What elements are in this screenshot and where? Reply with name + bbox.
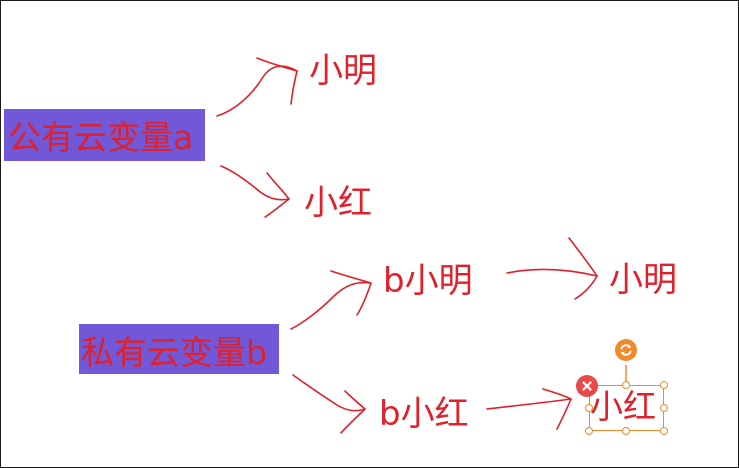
rotate-icon [620,344,632,356]
rotate-connector [625,365,627,381]
arrow-b-xiaoming-to-xiaoming[interactable] [506,237,598,300]
resize-handle-bottom-right[interactable] [660,427,668,435]
resize-handle-top-right[interactable] [660,381,668,389]
b-xiaoming-node[interactable]: b小明 [383,261,473,301]
rotate-button[interactable] [615,339,637,361]
resize-handle-bottom-middle[interactable] [622,427,630,435]
arrow-b-to-b-xiaohong[interactable] [292,374,366,434]
xiaoming-node[interactable]: 小明 [309,51,377,91]
private-variable-b-node[interactable]: 私有云变量b [79,324,279,374]
xiaoming-2-node[interactable]: 小明 [609,260,677,300]
delete-button[interactable] [576,375,598,397]
close-icon [582,381,592,391]
resize-handle-middle-right[interactable] [660,404,668,412]
arrow-b-xiaohong-to-xiaohong[interactable] [486,388,572,430]
resize-handle-middle-left[interactable] [585,404,593,412]
public-variable-a-node[interactable]: 公有云变量a [4,109,205,161]
resize-handle-bottom-left[interactable] [585,427,593,435]
resize-handle-top-middle[interactable] [622,381,630,389]
xiaohong-node[interactable]: 小红 [304,183,372,223]
arrow-a-to-xiaohong[interactable] [220,165,290,218]
arrow-a-to-xiaoming[interactable] [216,57,298,117]
arrow-b-to-b-xiaoming[interactable] [290,270,372,330]
b-xiaohong-node[interactable]: b小红 [379,394,469,434]
xiaohong-selected-node[interactable]: 小红 [590,387,656,426]
